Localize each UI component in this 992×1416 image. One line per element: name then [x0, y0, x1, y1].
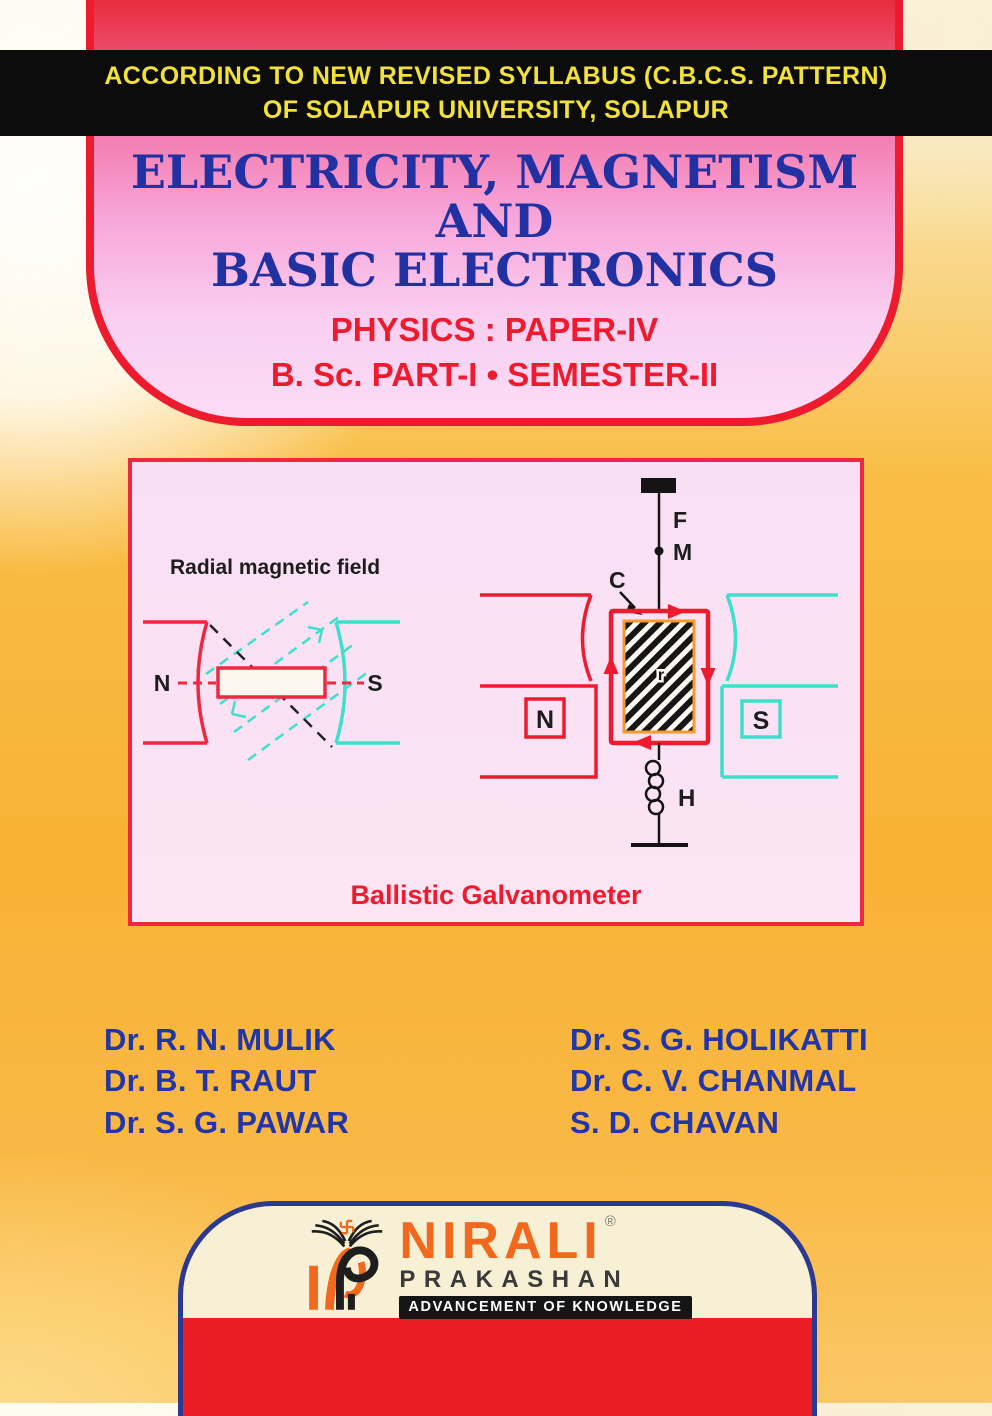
- author-name: Dr. B. T. RAUT: [104, 1063, 317, 1098]
- s-pole-piece: [720, 593, 838, 779]
- paper-subtitle: PHYSICS : PAPER-IV: [330, 311, 659, 348]
- iron-core-hatched: [622, 619, 696, 734]
- n-pole-label: N: [536, 706, 554, 734]
- registered-trademark-icon: ®: [604, 1213, 616, 1230]
- monogram-p: [336, 1246, 379, 1310]
- hair-spring: [644, 759, 665, 843]
- spring-label: H: [678, 785, 695, 812]
- publisher-plate: NIRALI ® PRAKASHAN ADVANCEMENT OF KNOWLE…: [178, 1201, 817, 1416]
- publisher-logo: NIRALI ® PRAKASHAN ADVANCEMENT OF KNOWLE…: [183, 1212, 812, 1319]
- galvanometer-diagram: Radial magnetic field N: [143, 478, 838, 910]
- coil-rectangle: [216, 666, 327, 699]
- publisher-tagline: ADVANCEMENT OF KNOWLEDGE: [399, 1296, 692, 1319]
- radial-field-diagram: N S: [143, 600, 400, 762]
- publisher-red-band: [183, 1318, 812, 1416]
- left-n-label: N: [154, 670, 171, 696]
- s-pole-label: S: [753, 707, 770, 735]
- mirror-dot: [654, 546, 664, 556]
- left-s-label: S: [367, 670, 382, 696]
- current-arrows: [603, 604, 716, 750]
- book-fan-icon: [312, 1219, 383, 1248]
- publisher-name: NIRALI: [399, 1212, 603, 1270]
- author-name: S. D. CHAVAN: [570, 1105, 780, 1140]
- radial-field-caption: Radial magnetic field: [170, 556, 380, 579]
- author-name: Dr. R. N. MULIK: [104, 1022, 336, 1057]
- syllabus-banner: ACCORDING TO NEW REVISED SYLLABUS (C.B.C…: [0, 50, 992, 136]
- author-name: Dr. S. G. HOLIKATTI: [570, 1022, 868, 1057]
- book-title-line1: ELECTRICITY, MAGNETISM: [130, 145, 859, 199]
- fiber-label: F: [673, 507, 687, 533]
- n-pole-piece: [480, 593, 598, 779]
- syllabus-banner-line2: OF SOLAPUR UNIVERSITY, SOLAPUR: [262, 96, 730, 124]
- support-block: [641, 478, 676, 493]
- title-block: ELECTRICITY, MAGNETISM AND BASIC ELECTRO…: [86, 148, 903, 394]
- galvanometer-figure: Radial magnetic field N: [128, 458, 864, 926]
- core-label: r: [658, 667, 664, 684]
- coil-label: C: [609, 567, 626, 593]
- author-name: Dr. C. V. CHANMAL: [570, 1063, 857, 1098]
- s-pole-box: [740, 699, 782, 739]
- syllabus-banner-line1: ACCORDING TO NEW REVISED SYLLABUS (C.B.C…: [104, 62, 888, 90]
- publisher-logo-text: NIRALI ® PRAKASHAN ADVANCEMENT OF KNOWLE…: [399, 1212, 692, 1319]
- book-title-line2: AND: [435, 194, 554, 248]
- author-name: Dr. S. G. PAWAR: [104, 1105, 350, 1140]
- nirali-monogram-icon: [309, 1219, 383, 1310]
- book-title-line3: BASIC ELECTRONICS: [211, 243, 778, 297]
- publisher-subname: PRAKASHAN: [399, 1266, 630, 1293]
- figure-caption: Ballistic Galvanometer: [350, 880, 642, 910]
- mirror-label: M: [673, 539, 692, 565]
- n-pole-box: [524, 697, 566, 739]
- coil-pointer-line: [619, 591, 636, 609]
- ballistic-galvanometer-diagram: F M C N S r: [480, 478, 838, 847]
- semester-subtitle: B. Sc. PART-I • SEMESTER-II: [270, 356, 719, 393]
- swastika-icon: [340, 1219, 355, 1235]
- flux-arrowheads: [230, 625, 324, 719]
